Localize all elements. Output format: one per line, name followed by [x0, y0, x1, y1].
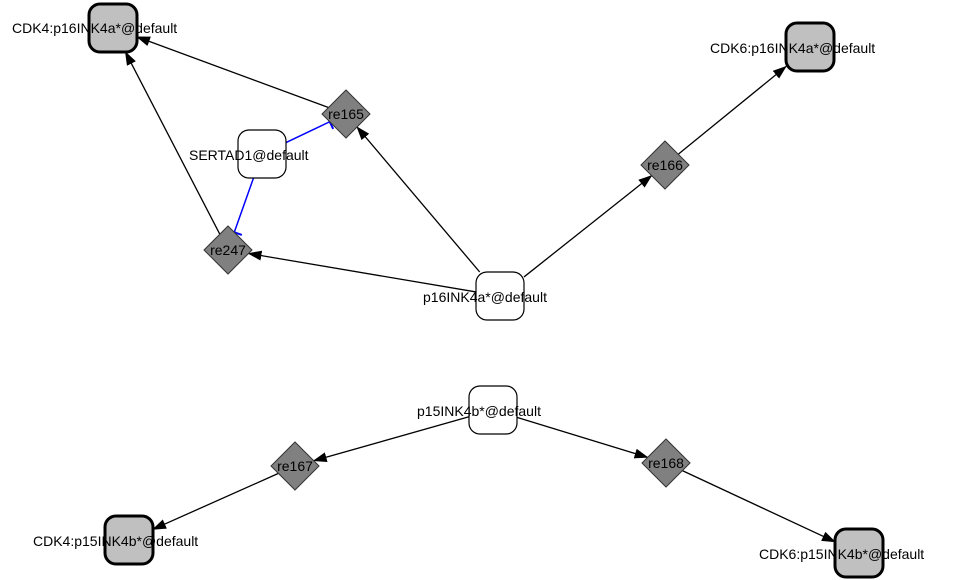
complex-box [833, 527, 885, 579]
species-node-p15[interactable]: p15INK4b*@default [417, 385, 541, 435]
reaction-edge[interactable] [356, 126, 481, 273]
reaction-diamond [270, 441, 320, 491]
node-label: re168 [648, 455, 684, 471]
complex-box [103, 514, 155, 566]
species-node-p16[interactable]: p16INK4a*@default [423, 271, 547, 321]
reaction-node-re247[interactable]: re247 [203, 225, 253, 275]
reaction-edge[interactable] [682, 470, 836, 543]
species-box [468, 385, 518, 435]
reaction-node-re165[interactable]: re165 [321, 89, 371, 139]
node-label: CDK4:p15INK4b*@default [33, 533, 198, 549]
reaction-edge[interactable] [136, 36, 329, 109]
reaction-diamond [203, 225, 253, 275]
species-node-cdk4-p15[interactable]: CDK4:p15INK4b*@default [33, 514, 198, 566]
reaction-edge[interactable] [677, 65, 787, 155]
reaction-diamond [321, 89, 371, 139]
node-label: p15INK4b*@default [417, 403, 541, 419]
species-box [237, 129, 287, 179]
complex-box [87, 2, 139, 54]
reaction-edge[interactable] [523, 174, 653, 278]
node-label: CDK4:p16INK4a*@default [12, 20, 177, 36]
reaction-edge[interactable] [152, 472, 279, 530]
inhibition-edge[interactable] [233, 177, 255, 233]
reaction-node-re167[interactable]: re167 [270, 441, 320, 491]
reaction-edge[interactable] [312, 416, 470, 462]
node-label: p16INK4a*@default [423, 289, 547, 305]
species-node-cdk6-p15[interactable]: CDK6:p15INK4b*@default [759, 527, 924, 579]
node-label: re247 [210, 242, 246, 258]
node-label: SERTAD1@default [189, 147, 309, 163]
node-label: re167 [277, 458, 313, 474]
node-label: re165 [328, 106, 364, 122]
reaction-edge[interactable] [124, 51, 221, 235]
species-node-cdk6-p16[interactable]: CDK6:p16INK4a*@default [710, 21, 875, 73]
node-label: CDK6:p16INK4a*@default [710, 40, 875, 56]
reaction-diamond [641, 438, 691, 488]
node-label: CDK6:p15INK4b*@default [759, 546, 924, 562]
inhibition-edge[interactable] [285, 121, 331, 144]
species-box [475, 271, 525, 321]
species-node-cdk4-p16[interactable]: CDK4:p16INK4a*@default [12, 2, 177, 54]
reaction-node-re168[interactable]: re168 [641, 438, 691, 488]
nodes-layer: CDK4:p16INK4a*@defaultCDK6:p16INK4a*@def… [12, 2, 924, 579]
species-node-sertad1[interactable]: SERTAD1@default [189, 129, 309, 179]
reaction-node-re166[interactable]: re166 [640, 140, 690, 190]
node-label: re166 [647, 157, 683, 173]
complex-box [784, 21, 836, 73]
edges-layer [124, 36, 836, 543]
reaction-edge[interactable] [516, 416, 649, 459]
reaction-edge[interactable] [247, 250, 477, 293]
reaction-diamond [640, 140, 690, 190]
